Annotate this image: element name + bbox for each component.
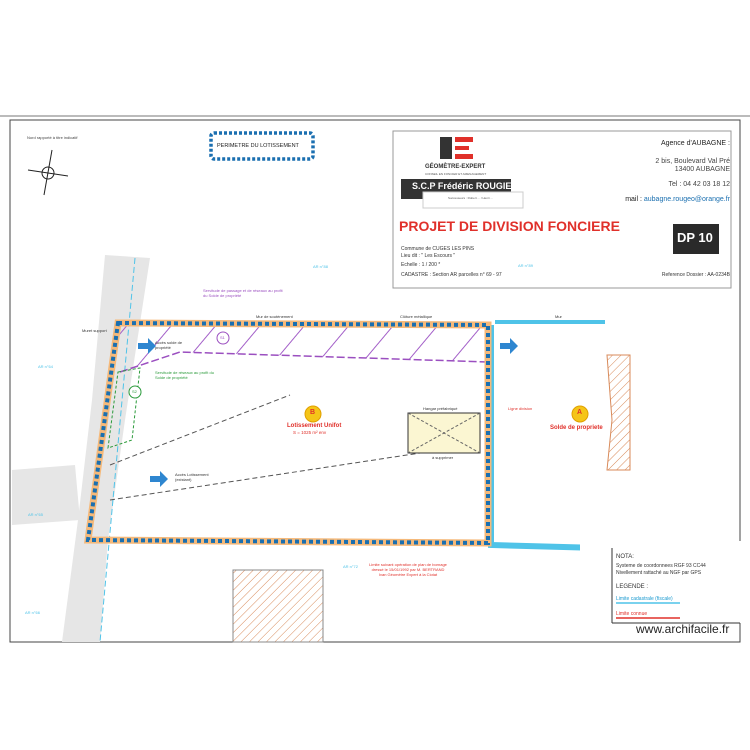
access-arrow-icon xyxy=(150,471,168,487)
parcel-label: AR n°89 xyxy=(518,263,533,268)
nota-line2: Nivellement rattaché au NGF par GPS xyxy=(616,570,702,576)
lot-perimeter xyxy=(85,320,490,546)
servitude-reseaux-label: Servitude de réseaux au profit du Solde … xyxy=(155,370,214,380)
successors: Successeurs : Robert ... / Henri ... xyxy=(448,196,494,200)
north-label: Nord rapporté à titre indicatif xyxy=(27,135,78,140)
dashed-line xyxy=(109,394,291,466)
telephone: Tel : 04 42 03 18 12 xyxy=(668,181,731,188)
parcel-label: AR n°88 xyxy=(313,264,328,269)
nota-line1: Systeme de coordonnees RGF 93 CC44 xyxy=(616,563,706,569)
address-line2: 13400 AUBAGNE xyxy=(674,166,730,173)
limite-bornage-label: Limite suivant opération de plan de born… xyxy=(369,562,447,577)
lot-b-area: S = 1025 m² env xyxy=(293,430,327,435)
lot-a-name: Solde de propriete xyxy=(550,425,603,431)
parcel-label: AR n°65 xyxy=(28,512,43,517)
lot-a-letter: A xyxy=(577,409,583,416)
legend-limite-connue: Limite connue xyxy=(616,611,648,617)
sheet-frame xyxy=(9,119,741,643)
road-branch xyxy=(12,465,80,525)
north-arrow-icon xyxy=(27,149,69,196)
logo-sub: CONSEIL EN FONCIER ET AMENAGEMENT xyxy=(425,172,487,176)
dp-badge xyxy=(673,224,719,254)
dashed-line xyxy=(109,449,441,501)
mail-link[interactable]: aubagne.rougeo@orange.fr xyxy=(643,196,730,203)
acces-lot-label: Accès Lotissement (existant) xyxy=(175,472,209,482)
access-arrow-icon xyxy=(138,338,156,354)
s1-label: S1 xyxy=(220,335,225,340)
logo-caption: GÉOMÈTRE-EXPERT xyxy=(425,164,486,170)
dp-number: DP 10 xyxy=(677,230,713,245)
neighbor-building xyxy=(232,569,324,643)
perimeter-legend-box xyxy=(209,131,315,161)
ligne-division-label: Ligne division xyxy=(508,406,533,411)
perimeter-legend-label: PERIMETRE DU LOTISSEMENT xyxy=(217,143,299,149)
project-title: PROJET DE DIVISION FONCIERE xyxy=(399,218,620,234)
lot-b-letter: B xyxy=(310,409,316,416)
nota-title: NOTA: xyxy=(616,554,634,560)
mur-label: Mur xyxy=(555,314,562,319)
cadastre: CADASTRE : Section AR parcelles n° 69 - … xyxy=(401,272,502,278)
echelle: Echelle : 1 / 200 * xyxy=(401,262,441,268)
parcel-label: AR n°72 xyxy=(343,564,358,569)
cadastral-limit-right xyxy=(488,325,601,551)
s2-marker xyxy=(128,385,142,399)
lieu-dit: Lieu dit : " Les Escours " xyxy=(401,253,456,259)
address-line1: 2 bis, Boulevard Val Pré xyxy=(655,158,730,165)
hangar-label: Hangar préfabriqué xyxy=(423,406,458,411)
agency: Agence d'AUBAGNE : xyxy=(660,140,730,147)
reference: Reference Dossier : AA-0234B xyxy=(661,272,730,278)
servitude-passage-label: Servitude de passage et de réseaux au pr… xyxy=(203,288,283,298)
servitude-reseaux-area xyxy=(107,367,141,449)
lot-b-name: Lotissement Unifot xyxy=(287,423,342,429)
firm-name: S.C.P Frédéric ROUGIER xyxy=(412,181,518,191)
commune: Commune de CUGES LES PINS xyxy=(401,246,475,252)
watermark: www.archifacile.fr xyxy=(636,622,730,636)
s1-marker xyxy=(216,331,230,345)
lot-b-marker xyxy=(304,405,322,423)
parcel-label: AR n°66 xyxy=(25,610,40,615)
legend-cadastral: Limite cadastrale (fiscale) xyxy=(616,596,673,602)
neighbor-building xyxy=(606,354,631,471)
s2-label: S2 xyxy=(132,389,137,394)
mur-soutenement-label: Mur de soutènement xyxy=(256,314,293,319)
muret-label: Muret support xyxy=(82,328,107,333)
cloture-label: Clôture métallique xyxy=(400,314,433,319)
a-supprimer-label: à supprimer xyxy=(432,455,454,460)
servitude-area xyxy=(118,323,488,372)
parcel-label: AR n°64 xyxy=(38,364,53,369)
lot-a-marker xyxy=(571,405,589,423)
acces-solde-label: Accès solde de propriété xyxy=(155,340,183,350)
mail-label: mail : xyxy=(625,196,642,203)
access-arrow-icon xyxy=(500,338,518,354)
legend-title: LEGENDE : xyxy=(616,584,649,590)
road xyxy=(62,255,150,642)
servitude-limit xyxy=(119,351,489,373)
